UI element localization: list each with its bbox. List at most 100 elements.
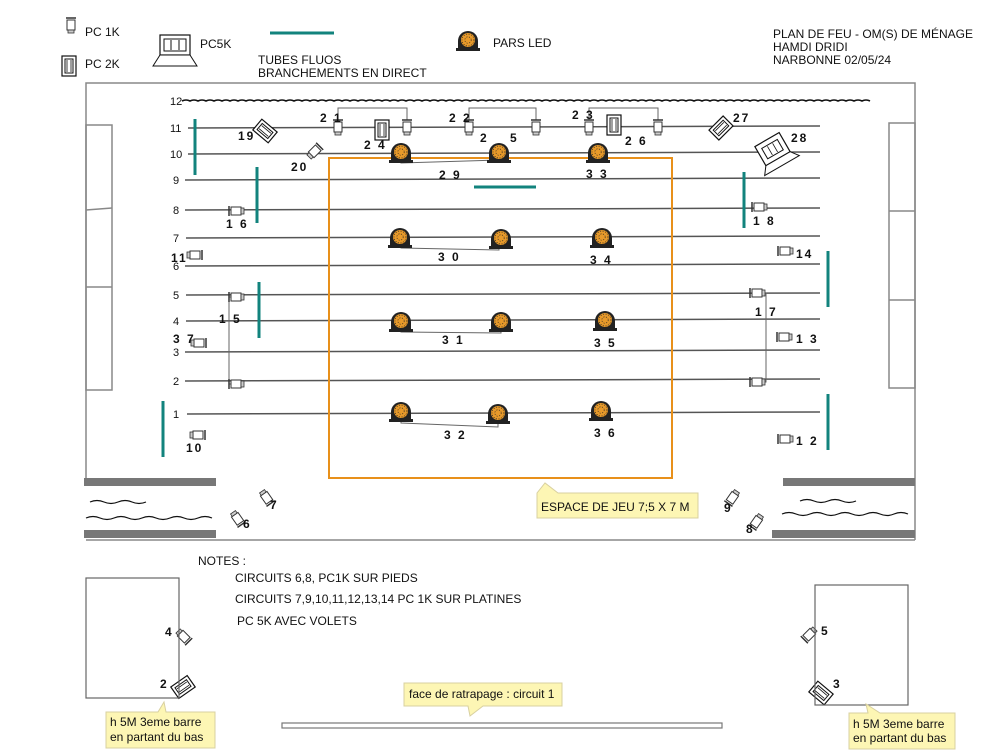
- circuit-number: 1 8: [753, 214, 776, 228]
- tower-right: [814, 584, 909, 706]
- pc2k-icon: [808, 680, 834, 706]
- notes-line: CIRCUITS 7,9,10,11,12,13,14 PC 1K SUR PL…: [235, 592, 521, 606]
- circuit-number: 3 2: [444, 428, 467, 442]
- par-led-fixtures: [387, 142, 618, 425]
- par-led-icon: [485, 403, 511, 425]
- side-towers: [85, 577, 909, 706]
- notes-line: PC 5K AVEC VOLETS: [237, 614, 357, 628]
- par-led-icon: [388, 401, 414, 423]
- height-label-line2: en partant du bas: [853, 731, 946, 745]
- pc1k-icon: [749, 287, 766, 299]
- plot-header: PLAN DE FEU - OM(S) DE MÉNAGE HAMDI DRID…: [773, 26, 973, 67]
- curtain-marks: [85, 498, 909, 521]
- circuit-number: 2 3: [572, 108, 595, 122]
- bar-line: [184, 263, 821, 267]
- bar-number: 9: [173, 175, 179, 187]
- pc1k-icon: [189, 429, 206, 441]
- wings-left: [85, 124, 113, 391]
- fill-light: face de ratrapage : circuit 1: [281, 682, 723, 729]
- par-led-icon: [387, 227, 413, 249]
- wings-right: [888, 122, 916, 389]
- circuit-number: 11: [171, 251, 188, 265]
- bar-line: [184, 378, 821, 382]
- circuit-number: 19: [238, 129, 255, 143]
- circuit-number: 5: [510, 131, 519, 145]
- legend-pars-label: PARS LED: [493, 36, 552, 50]
- bar-number: 1: [173, 409, 179, 421]
- circuit-number: 20: [291, 160, 308, 174]
- bar-number: 8: [173, 205, 179, 217]
- circuit-number: 6: [243, 517, 252, 531]
- notes-title: NOTES :: [198, 554, 246, 568]
- pc1k-icon: [186, 249, 203, 261]
- circuit-number: 8: [746, 522, 755, 536]
- legend-pc1k-label: PC 1K: [85, 25, 120, 39]
- circuit-number: 1 6: [226, 217, 249, 231]
- pc1k-icon: [401, 119, 413, 136]
- bar-number: 5: [173, 290, 179, 302]
- circuit-number: 9: [724, 501, 733, 515]
- bar-number: 10: [170, 149, 182, 161]
- pc5k-legend-icon: [152, 34, 198, 67]
- notes-line: CIRCUITS 6,8, PC1K SUR PIEDS: [235, 571, 418, 585]
- bar-line: [184, 349, 821, 353]
- bar-line: [184, 177, 821, 181]
- circuit-number: 1 5: [219, 312, 242, 326]
- plot-place-date: NARBONNE 02/05/24: [773, 53, 891, 67]
- height-callout-left: h 5M 3eme barre en partant du bas: [105, 700, 216, 749]
- circuit-number: 1 2: [796, 434, 819, 448]
- circuit-number: 1 7: [755, 305, 778, 319]
- par-led-icon: [388, 311, 414, 333]
- circuit-number: 3 3: [586, 167, 609, 181]
- circuit-number: 27: [733, 111, 750, 125]
- circuit-number: 2: [160, 677, 169, 691]
- circuit-number: 2: [480, 131, 489, 145]
- circuit-number: 3 7: [173, 332, 196, 346]
- pc1k-icon: [652, 119, 664, 136]
- circuit-number: 28: [791, 131, 808, 145]
- circuit-number: 3 5: [594, 336, 617, 350]
- circuit-number: 14: [796, 247, 813, 261]
- bar-number: 2: [173, 376, 179, 388]
- acting-area-callout: ESPACE DE JEU 7;5 X 7 M: [536, 482, 699, 519]
- par-led-icon: [488, 228, 514, 250]
- legend: PC 1K PC 2K PC5K TUBES FLUOS BRANCHEMENT…: [61, 17, 552, 80]
- height-callout-right: h 5M 3eme barre en partant du bas: [848, 702, 956, 750]
- circuit-number: 3 6: [594, 426, 617, 440]
- circuit-number: 2 2: [449, 111, 472, 125]
- fill-light-label: face de ratrapage : circuit 1: [409, 687, 555, 701]
- bar-number: 7: [173, 233, 179, 245]
- circuit-number: 7: [270, 498, 279, 512]
- pc1k-icon: [800, 624, 820, 644]
- bar-number: 3: [173, 347, 179, 359]
- par-led-icon: [388, 142, 414, 164]
- circuit-number: 1 3: [796, 332, 819, 346]
- tower-left: [85, 577, 180, 699]
- pc2k-legend-icon: [61, 55, 77, 77]
- legend-fluo-line1: TUBES FLUOS: [258, 53, 341, 67]
- bar-number: 12: [170, 96, 182, 108]
- circuit-number: 2 4: [364, 138, 387, 152]
- height-label-line2: en partant du bas: [110, 730, 203, 744]
- bar-number: 11: [170, 123, 181, 135]
- bar-line: [185, 292, 821, 296]
- par-led-icon: [486, 142, 512, 164]
- pc2k-icon: [170, 674, 196, 700]
- stage-outline: [85, 82, 916, 541]
- circuit-number: 3 4: [590, 253, 613, 267]
- pc1k-icon: [777, 433, 794, 445]
- notes: NOTES : CIRCUITS 6,8, PC1K SUR PIEDS CIR…: [198, 554, 521, 628]
- par-led-icon: [589, 227, 615, 249]
- acting-area-label: ESPACE DE JEU 7;5 X 7 M: [541, 500, 690, 514]
- circuit-number: 3 0: [438, 250, 461, 264]
- circuit-number: 4: [165, 625, 174, 639]
- plot-title: PLAN DE FEU - OM(S) DE MÉNAGE: [773, 26, 973, 41]
- circuit-number: 2 6: [625, 134, 648, 148]
- par-led-icon: [585, 142, 611, 164]
- pc1k-icon: [751, 201, 768, 213]
- pc2k-icon: [374, 119, 390, 141]
- bar-line: [184, 207, 821, 211]
- height-label-line1: h 5M 3eme barre: [853, 717, 945, 731]
- circuit-numbers: 10 7 6 9 8 11 3 7 1 6 1 5 14 1 8 1 7 1 3…: [160, 108, 840, 691]
